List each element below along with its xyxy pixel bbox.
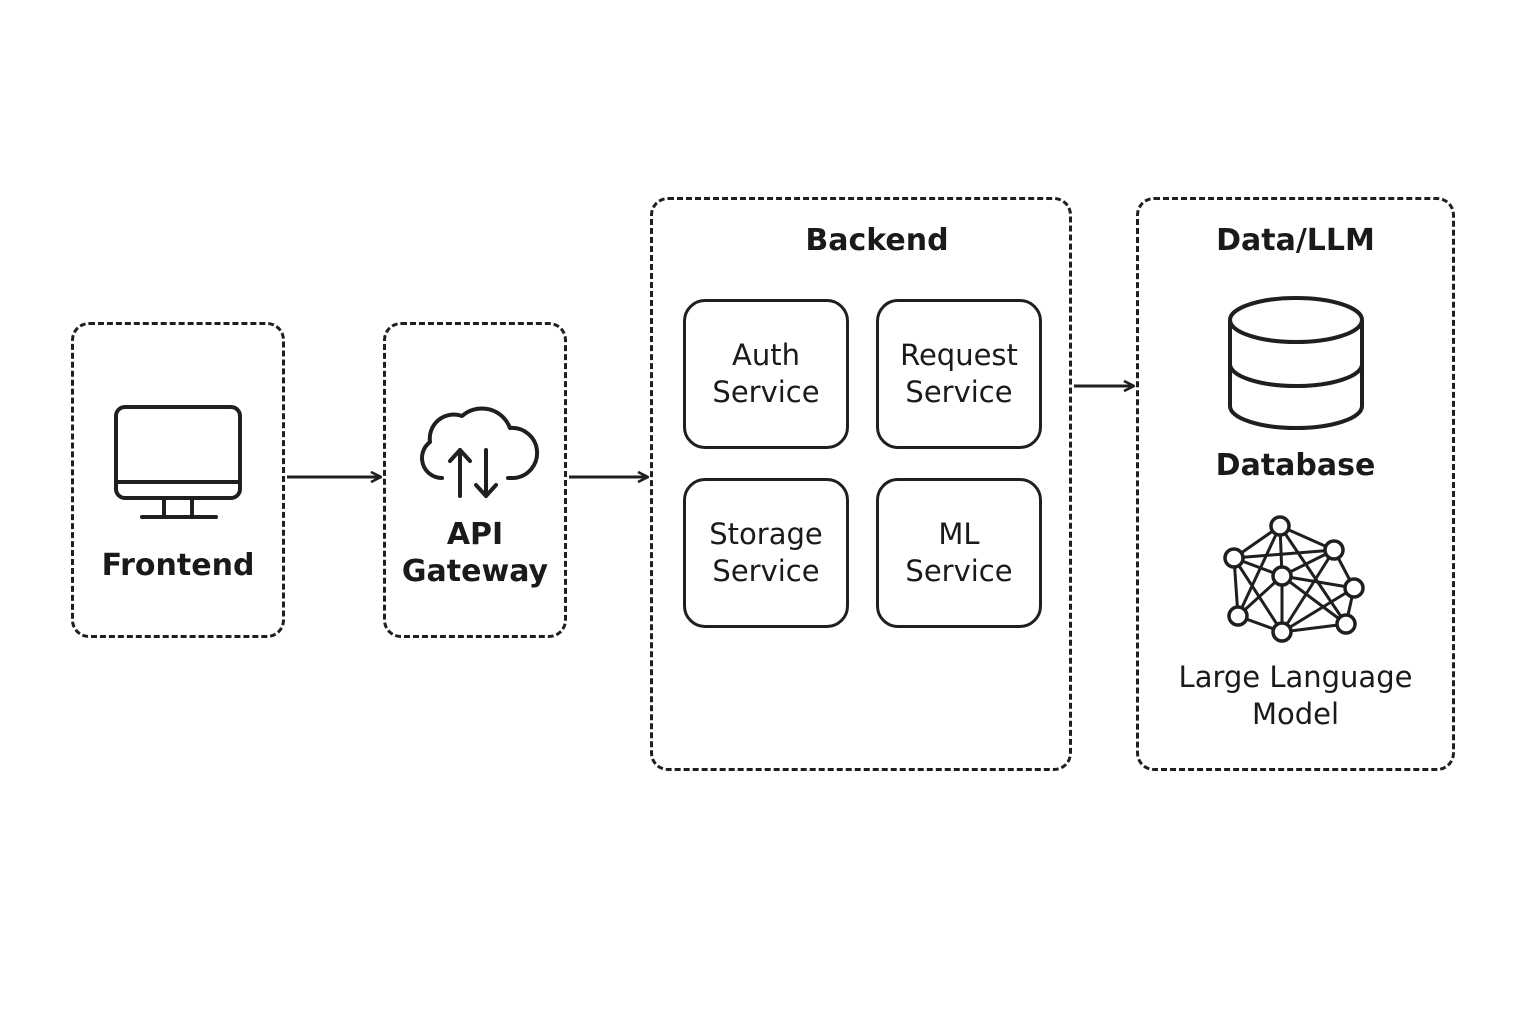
database-label: Database <box>1215 448 1376 483</box>
frontend-group <box>71 322 285 638</box>
network-edge <box>1236 525 1282 617</box>
data-llm-group <box>1136 197 1455 771</box>
request-service-label: Request Service <box>900 338 1018 409</box>
cloud-upload-download-icon <box>420 406 540 498</box>
network-node <box>1271 565 1293 587</box>
request-service-box: Request Service <box>876 299 1042 449</box>
storage-service-box: Storage Service <box>683 478 849 628</box>
network-edge <box>1281 574 1347 626</box>
network-node <box>1271 621 1293 643</box>
network-node <box>1227 605 1249 627</box>
auth-service-label: Auth Service <box>712 338 820 409</box>
api-gateway-group <box>383 322 567 638</box>
frontend-label: Frontend <box>101 548 255 583</box>
network-node <box>1269 515 1291 537</box>
api-gateway-label: API Gateway <box>401 517 549 589</box>
auth-service-box: Auth Service <box>683 299 849 449</box>
network-node <box>1223 547 1245 569</box>
network-edge <box>1280 549 1336 633</box>
network-edge <box>1281 586 1355 634</box>
backend-title: Backend <box>805 223 949 258</box>
network-node <box>1323 539 1345 561</box>
ml-service-box: ML Service <box>876 478 1042 628</box>
monitor-icon <box>114 405 242 519</box>
network-node <box>1335 613 1357 635</box>
database-icon <box>1228 296 1364 430</box>
ml-service-label: ML Service <box>905 517 1013 588</box>
network-edge <box>1232 557 1284 633</box>
data-llm-title: Data/LLM <box>1216 223 1375 258</box>
network-edge <box>1281 574 1355 590</box>
network-edge <box>1278 525 1348 625</box>
network-edge <box>1233 548 1335 560</box>
llm-label: Large Language Model <box>1178 660 1413 731</box>
storage-service-label: Storage Service <box>709 517 823 588</box>
neural-network-icon <box>1223 515 1365 643</box>
backend-group <box>650 197 1072 771</box>
network-node <box>1343 577 1365 599</box>
